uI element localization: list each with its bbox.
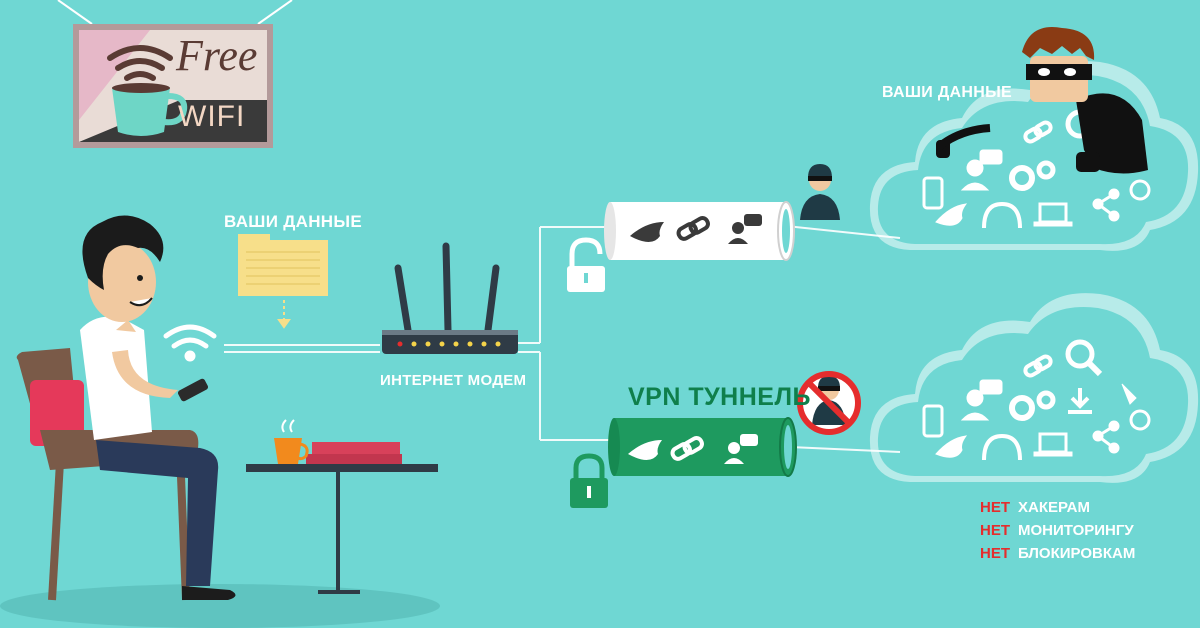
benefit-text: ХАКЕРАМ bbox=[1018, 499, 1091, 516]
coffee-table bbox=[246, 419, 438, 594]
link-icon bbox=[1023, 120, 1053, 144]
coffee-cup-icon bbox=[112, 83, 188, 136]
label-vpn-tunnel: VPN ТУННЕЛЬ bbox=[628, 383, 811, 411]
cloud-bottom bbox=[869, 293, 1199, 483]
download-icon bbox=[1070, 388, 1090, 409]
bird-icon bbox=[628, 440, 662, 460]
cloud-bottom-icons bbox=[922, 339, 1151, 461]
benefit-text: БЛОКИРОВКАМ bbox=[1018, 545, 1136, 562]
hacker-in-cloud bbox=[936, 27, 1148, 174]
data-folder-icon bbox=[238, 234, 328, 296]
benefit-item: НЕТ МОНИТОРИНГУ bbox=[980, 519, 1135, 542]
user-chat-icon bbox=[728, 442, 740, 454]
book-top bbox=[312, 442, 400, 454]
data-arrow bbox=[277, 300, 291, 329]
link-icon bbox=[670, 436, 704, 461]
benefit-prefix: НЕТ bbox=[980, 522, 1010, 539]
bird-icon bbox=[935, 435, 968, 458]
man-with-phone bbox=[80, 215, 236, 600]
benefit-prefix: НЕТ bbox=[980, 499, 1010, 516]
internet-modem bbox=[382, 242, 518, 354]
sign-string-right bbox=[257, 0, 293, 25]
label-your-data-left: ВАШИ ДАННЫЕ bbox=[224, 212, 362, 231]
chat-icon bbox=[979, 149, 1003, 165]
bird-icon bbox=[935, 203, 968, 226]
link-icon bbox=[1023, 354, 1053, 378]
benefit-item: НЕТ БЛОКИРОВКАМ bbox=[980, 542, 1135, 565]
sign-free-text: Free bbox=[176, 31, 258, 80]
satellite-icon bbox=[1129, 179, 1151, 201]
headset-icon bbox=[982, 201, 1022, 229]
mug-icon bbox=[274, 438, 302, 464]
link-icon bbox=[676, 216, 710, 241]
label-your-data-cloud: ВАШИ ДАННЫЕ bbox=[882, 84, 1013, 101]
headset-icon bbox=[982, 433, 1022, 461]
open-tunnel bbox=[604, 201, 795, 261]
gear-icon bbox=[1009, 165, 1035, 191]
free-wifi-sign bbox=[73, 24, 273, 148]
floor-shadow bbox=[0, 584, 440, 628]
wifi-icon bbox=[107, 45, 173, 81]
hacker-small-top bbox=[800, 164, 840, 220]
pin-icon bbox=[1121, 383, 1137, 405]
sign-wifi-text: WIFI bbox=[178, 100, 246, 133]
open-padlock-icon bbox=[567, 237, 605, 292]
user-icon bbox=[966, 159, 984, 177]
closed-padlock-icon bbox=[570, 453, 608, 508]
chat-icon bbox=[979, 379, 1003, 395]
benefit-text: МОНИТОРИНГУ bbox=[1018, 522, 1134, 539]
network-lines bbox=[224, 225, 901, 453]
sign-string-left bbox=[57, 0, 93, 25]
satellite-icon bbox=[1129, 409, 1151, 431]
search-icon bbox=[1065, 339, 1095, 369]
benefit-item: НЕТ ХАКЕРАМ bbox=[980, 496, 1135, 519]
benefit-prefix: НЕТ bbox=[980, 545, 1010, 562]
user-icon bbox=[966, 389, 984, 407]
benefits-list: НЕТ ХАКЕРАМ НЕТ МОНИТОРИНГУ НЕТ БЛОКИРОВКАМ bbox=[980, 496, 1135, 565]
phone-icon bbox=[922, 176, 944, 210]
banned-hacker-icon bbox=[797, 371, 861, 435]
bird-icon bbox=[630, 222, 664, 242]
phone-icon bbox=[922, 404, 944, 438]
wifi-signal-icon bbox=[163, 324, 217, 362]
gear-icon bbox=[1009, 395, 1035, 421]
label-modem: ИНТЕРНЕТ МОДЕМ bbox=[380, 372, 527, 389]
user-chat-icon bbox=[732, 222, 744, 234]
book-bottom bbox=[306, 454, 402, 464]
vpn-tunnel bbox=[608, 417, 797, 477]
